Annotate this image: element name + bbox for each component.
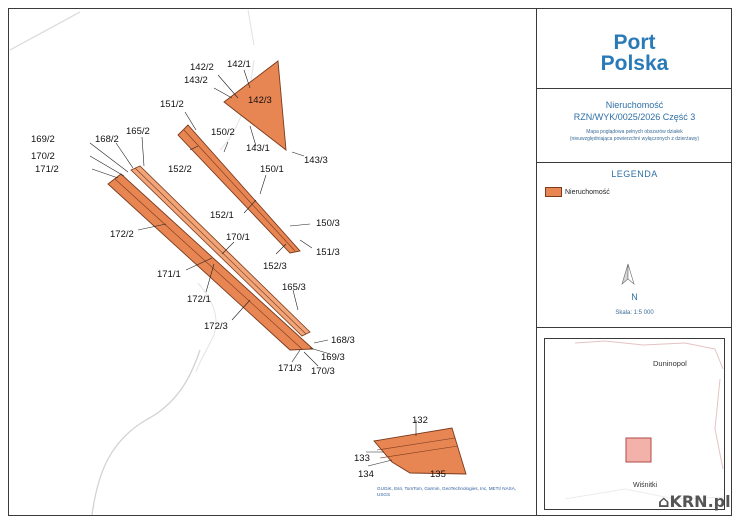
home-icon: ⌂: [658, 492, 670, 511]
place-label: Wiśnitki: [633, 482, 658, 489]
parcel-label: 169/2: [31, 134, 55, 145]
parcel-label: 150/3: [316, 218, 340, 229]
parcel-division: [134, 167, 307, 335]
map-title: Nieruchomość: [605, 100, 664, 110]
parcel-label: 142/1: [227, 59, 251, 70]
watermark-logo: ⌂KRN.pl: [658, 492, 731, 512]
north-label: N: [631, 292, 638, 302]
parcel-132-group: [373, 427, 467, 475]
legend-item: Nieruchomość: [545, 187, 610, 197]
map-credits: GUGiK, Esri, TomTom, Garmin, GeoTechnolo…: [377, 486, 517, 497]
parcel-172-group: [107, 173, 315, 351]
parcel-label: 171/1: [157, 269, 181, 280]
parcel-label: 132: [412, 415, 428, 426]
parcel-label: 165/2: [126, 126, 150, 137]
panel-divider: [536, 8, 537, 516]
parcel-label: 168/3: [331, 335, 355, 346]
boundary-line: [247, 9, 255, 46]
parcel-142-3: [223, 60, 287, 151]
parcel-label: 143/2: [184, 75, 208, 86]
parcel-label: 133: [354, 453, 370, 464]
map-subtitle-line2: (nieuwzględniająca powierzchni wyłączony…: [569, 136, 700, 142]
road-line: [564, 488, 724, 500]
admin-boundary: [714, 378, 724, 470]
parcel-label: 152/2: [168, 164, 192, 175]
parcel-label: 172/1: [187, 294, 211, 305]
parcel-label: 143/3: [304, 155, 328, 166]
parcel-label: 151/3: [316, 247, 340, 258]
river-line: [195, 282, 217, 373]
brand-logo: Port: [613, 31, 656, 54]
watermark-text: KRN.pl: [669, 492, 731, 511]
parcel-label: 170/2: [31, 151, 55, 162]
parcel-division: [183, 129, 296, 252]
legend-title: LEGENDA: [611, 169, 658, 179]
brand-logo-line2: Polska: [600, 52, 669, 75]
parcel-division: [379, 445, 459, 459]
parcel-label: 171/2: [35, 164, 59, 175]
map-frame: [8, 8, 732, 516]
parcel-label: 135: [430, 469, 446, 480]
parcel-label: 143/1: [246, 143, 270, 154]
parcel-label: 169/3: [321, 352, 345, 363]
parcel-label: 152/3: [263, 261, 287, 272]
parcel-division: [376, 437, 456, 451]
separator: [537, 88, 732, 89]
parcel-label: 170/3: [311, 366, 335, 377]
separator: [537, 162, 732, 163]
legend-label: Nieruchomość: [565, 188, 610, 196]
main-map[interactable]: 142/2 142/1 143/2 142/3 143/1 143/3 151/…: [8, 8, 536, 516]
parcel-label: 150/1: [260, 164, 284, 175]
parcel-label: 134: [358, 469, 374, 480]
parcel-label: 170/1: [226, 232, 250, 243]
parcel-label: 172/2: [110, 229, 134, 240]
parcel-label: 142/2: [190, 62, 214, 73]
parcel-label: 171/3: [278, 363, 302, 374]
parcel-label: 150/2: [211, 127, 235, 138]
place-label: Duninopol: [653, 359, 687, 368]
location-marker: [625, 437, 652, 463]
side-panel: Port Polska Nieruchomość RZN/WYK/0025/20…: [537, 8, 732, 516]
parcel-label: 151/2: [160, 99, 184, 110]
road-line: [9, 11, 81, 51]
map-code: RZN/WYK/0025/2026 Część 3: [573, 112, 696, 122]
legend-swatch: [545, 187, 562, 197]
parcel-label: 152/1: [210, 210, 234, 221]
parcel-label: 165/3: [282, 282, 306, 293]
leader-lines: [89, 69, 417, 467]
parcel-division: [114, 178, 303, 350]
parcel-label: 172/3: [204, 321, 228, 332]
parcel-label: 142/3: [248, 95, 272, 106]
separator: [537, 327, 732, 328]
locator-map[interactable]: Duninopol Wiśnitki: [544, 338, 725, 510]
map-subtitle: Mapa poglądowa pełnych obszarów działek: [586, 129, 683, 135]
north-arrow-icon: [621, 263, 635, 285]
road-line: [91, 349, 201, 516]
parcel-label: 168/2: [95, 134, 119, 145]
scale-text: Skala: 1:5 000: [615, 310, 654, 316]
admin-boundary: [574, 340, 724, 370]
